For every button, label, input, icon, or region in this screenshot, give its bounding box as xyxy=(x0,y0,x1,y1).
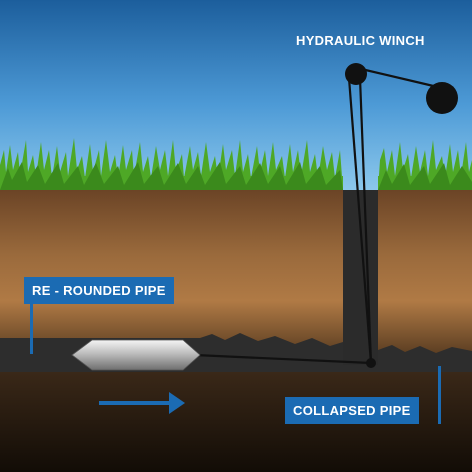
hydraulic-winch-label: HYDRAULIC WINCH xyxy=(296,33,425,48)
pulley-anchor-icon xyxy=(366,358,376,368)
right-arrow-icon xyxy=(99,392,185,414)
sky xyxy=(0,0,472,190)
winch-cable xyxy=(194,66,443,365)
rerounded-pointer xyxy=(30,300,33,354)
pulley-icon xyxy=(345,63,367,85)
rerounded-pipe-tag: RE - ROUNDED PIPE xyxy=(24,277,174,304)
grass-shade xyxy=(0,162,472,190)
collapsed-pipe-tag: COLLAPSED PIPE xyxy=(285,397,419,424)
rounding-plug-icon xyxy=(71,339,201,371)
collapsed-pointer xyxy=(438,366,441,424)
winch-drum-icon xyxy=(426,82,458,114)
